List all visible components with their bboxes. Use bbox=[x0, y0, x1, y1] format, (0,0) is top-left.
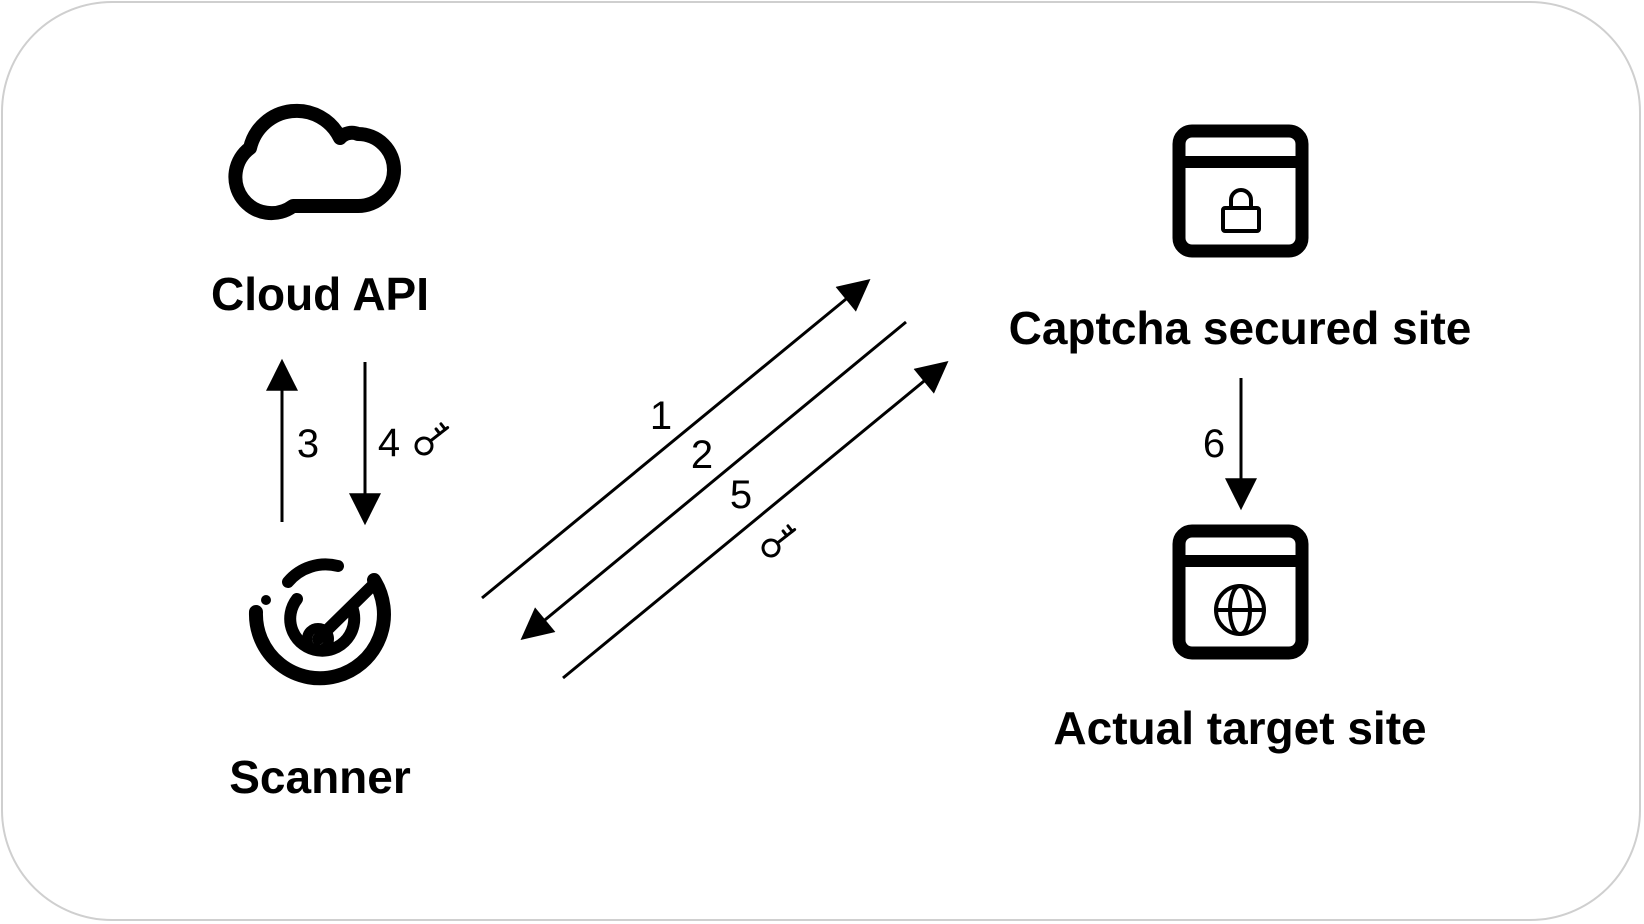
cloud-api-label: Cloud API bbox=[211, 268, 429, 320]
arrow-step-1 bbox=[481, 278, 871, 600]
target-site-label: Actual target site bbox=[1053, 702, 1426, 754]
step-label-2: 2 bbox=[691, 433, 713, 477]
radar-icon bbox=[248, 558, 391, 686]
step-label-3: 3 bbox=[297, 422, 319, 466]
step-label-5: 5 bbox=[730, 473, 752, 517]
scanner-node: Scanner bbox=[229, 558, 411, 803]
arrow-step-5 bbox=[562, 360, 949, 680]
globe-icon bbox=[1214, 584, 1266, 636]
locked-browser-icon bbox=[1172, 124, 1309, 258]
step-label-6: 6 bbox=[1203, 422, 1225, 466]
scanner-label: Scanner bbox=[229, 751, 411, 803]
arrow-step-2 bbox=[520, 320, 907, 641]
target-site-node: Actual target site bbox=[1053, 524, 1427, 754]
captcha-site-label: Captcha secured site bbox=[1009, 302, 1472, 354]
key-icon bbox=[414, 422, 450, 456]
cloud-icon bbox=[228, 103, 401, 221]
globe-browser-icon bbox=[1172, 524, 1309, 660]
step-label-4: 4 bbox=[378, 421, 400, 465]
cloud-api-node: Cloud API bbox=[211, 103, 429, 320]
captcha-site-node: Captcha secured site bbox=[1009, 124, 1472, 354]
key-icon bbox=[761, 524, 797, 558]
lock-icon bbox=[1221, 188, 1261, 233]
step-label-1: 1 bbox=[650, 394, 672, 438]
